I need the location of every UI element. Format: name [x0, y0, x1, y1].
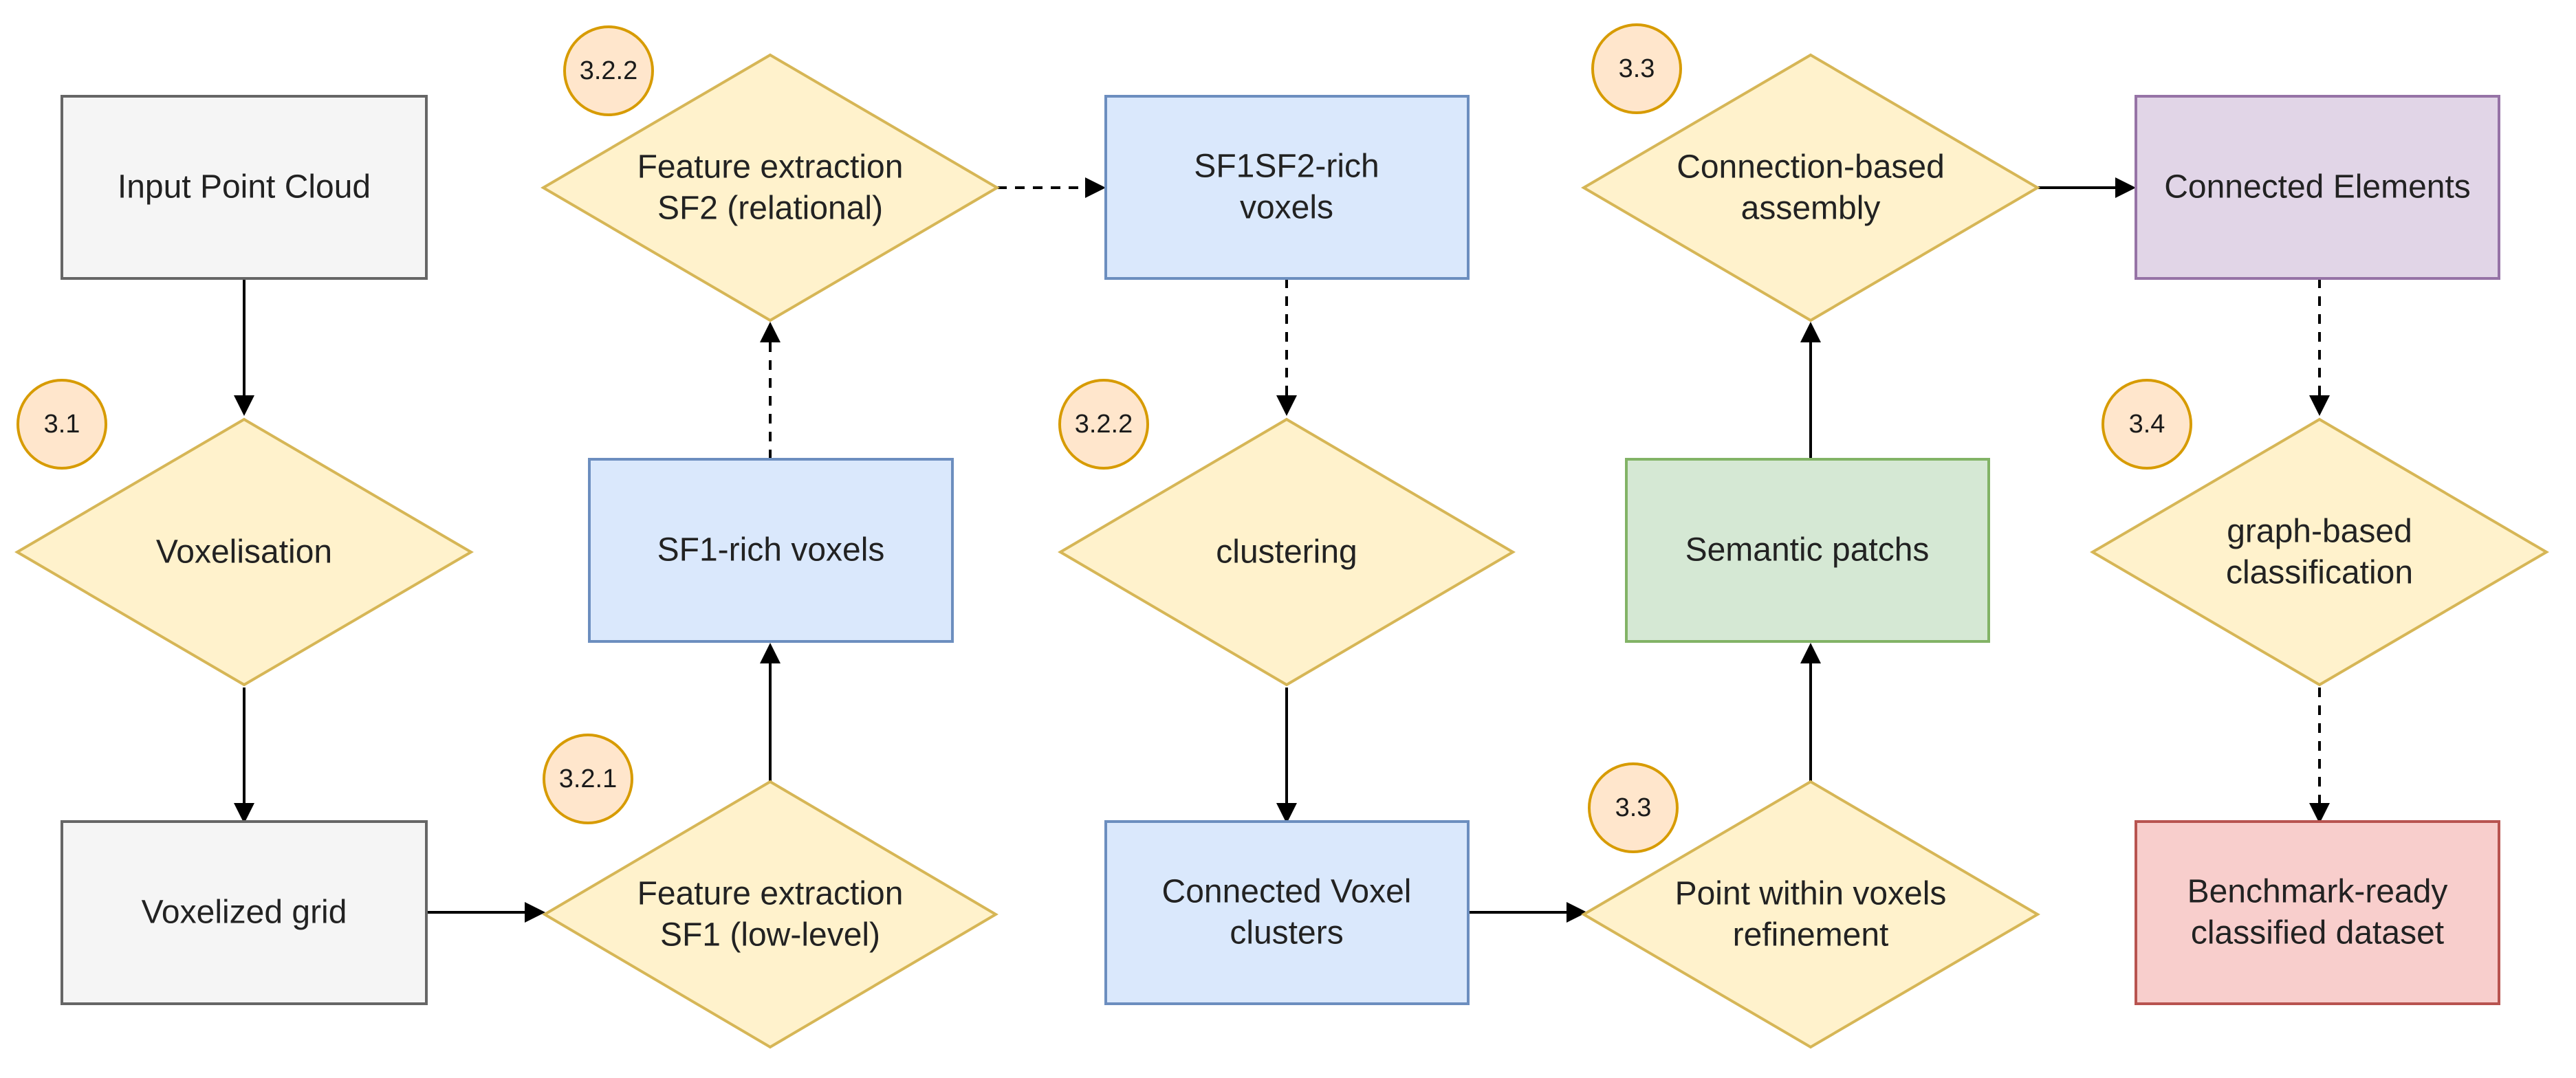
label-line: Benchmark-ready [2187, 874, 2448, 910]
label-line: Point within voxels [1675, 876, 1947, 912]
label-benchmark-dataset: Benchmark-ready classified dataset [2187, 874, 2448, 952]
node-benchmark-dataset [2135, 820, 2500, 1005]
label-connected-voxel-clusters: Connected Voxel clusters [1162, 874, 1412, 952]
arrowhead [234, 395, 254, 416]
node-feature-extraction-sf1 [542, 780, 998, 1049]
arrowhead [234, 803, 254, 824]
node-sf1-rich-voxels [588, 458, 954, 643]
arrowhead [760, 643, 781, 663]
label-voxelized-grid: Voxelized grid [142, 894, 347, 931]
node-connection-assembly [1581, 53, 2040, 322]
label-connected-elements: Connected Elements [2164, 169, 2471, 206]
label-line: assembly [1741, 190, 1881, 227]
node-semantic-patches [1625, 458, 1990, 643]
label-input-point-cloud: Input Point Cloud [118, 169, 371, 206]
node-sf1sf2-rich-voxels [1104, 95, 1470, 280]
label-line: graph-based [2227, 514, 2412, 550]
label-line: Semantic patchs [1685, 532, 1930, 569]
label-line: Feature extraction [637, 876, 904, 912]
label-line: voxels [1240, 190, 1333, 226]
badge-feature-sf1 [543, 734, 633, 824]
node-voxelized-grid [61, 820, 428, 1005]
node-point-refinement [1581, 780, 2040, 1049]
badge-layer: 3.1 3.2.1 3.2.2 3.2.2 3.3 3.3 3.4 [17, 23, 2192, 853]
label-line: Voxelisation [156, 534, 332, 571]
arrowhead [2309, 803, 2330, 824]
badge-label-clustering: 3.2.2 [1075, 410, 1133, 439]
node-input-point-cloud [61, 95, 428, 280]
node-graph-classification [2090, 417, 2549, 687]
label-line: Connected Elements [2164, 169, 2471, 206]
node-clustering [1058, 417, 1516, 687]
arrowhead [2309, 395, 2330, 416]
label-sf1-rich-voxels: SF1-rich voxels [657, 532, 885, 569]
badge-label-connection-assembly: 3.3 [1619, 54, 1655, 83]
label-connection-assembly: Connection-based assembly [1677, 149, 1945, 227]
arrowhead [1276, 395, 1297, 416]
label-line: SF1 (low-level) [660, 917, 880, 954]
badge-label-feature-sf1: 3.2.1 [559, 764, 618, 793]
label-line: SF2 (relational) [657, 190, 883, 227]
arrowhead [760, 322, 781, 342]
label-semantic-patches: Semantic patchs [1685, 532, 1930, 569]
label-line: Connected Voxel [1162, 874, 1412, 910]
badge-label-point-refinement: 3.3 [1615, 793, 1652, 822]
label-line: refinement [1733, 917, 1889, 954]
arrowhead [1085, 177, 1106, 198]
arrowhead [2115, 177, 2136, 198]
node-connected-voxel-clusters [1104, 820, 1470, 1005]
label-line: clustering [1216, 534, 1357, 571]
badge-label-feature-sf2: 3.2.2 [580, 56, 638, 85]
arrowhead [1800, 643, 1821, 663]
label-line: SF1-rich voxels [657, 532, 885, 569]
label-line: Connection-based [1677, 149, 1945, 186]
label-line: clusters [1230, 915, 1343, 952]
arrowhead [1800, 322, 1821, 342]
badge-connection-assembly [1591, 23, 1682, 114]
badge-graph-classification [2102, 379, 2192, 470]
label-line: classified dataset [2191, 915, 2444, 952]
badge-label-voxelisation: 3.1 [44, 410, 80, 439]
label-point-refinement: Point within voxels refinement [1675, 876, 1947, 954]
arrowhead [1567, 902, 1587, 923]
label-line: Voxelized grid [142, 894, 347, 931]
badge-voxelisation [17, 379, 107, 470]
arrowhead [525, 902, 545, 923]
badge-clustering [1058, 379, 1149, 470]
node-voxelisation [14, 417, 474, 687]
label-sf1sf2-rich-voxels: SF1SF2-rich voxels [1194, 148, 1379, 226]
node-feature-extraction-sf2 [541, 53, 1000, 322]
label-graph-classification: graph-based classification [2226, 514, 2413, 591]
badge-feature-sf2 [563, 25, 654, 116]
connector-layer [234, 177, 2330, 923]
label-line: Input Point Cloud [118, 169, 371, 206]
label-line: classification [2226, 555, 2413, 591]
badge-point-refinement [1588, 762, 1679, 853]
arrowhead [1276, 803, 1297, 824]
badge-label-graph-classification: 3.4 [2129, 410, 2165, 439]
label-voxelisation: Voxelisation [156, 534, 332, 571]
label-line: Feature extraction [637, 149, 904, 186]
label-clustering: clustering [1216, 534, 1357, 571]
node-layer: Input Point Cloud Voxelized grid SF1-ric… [14, 53, 2549, 1049]
label-line: SF1SF2-rich [1194, 148, 1379, 185]
node-connected-elements [2135, 95, 2500, 280]
